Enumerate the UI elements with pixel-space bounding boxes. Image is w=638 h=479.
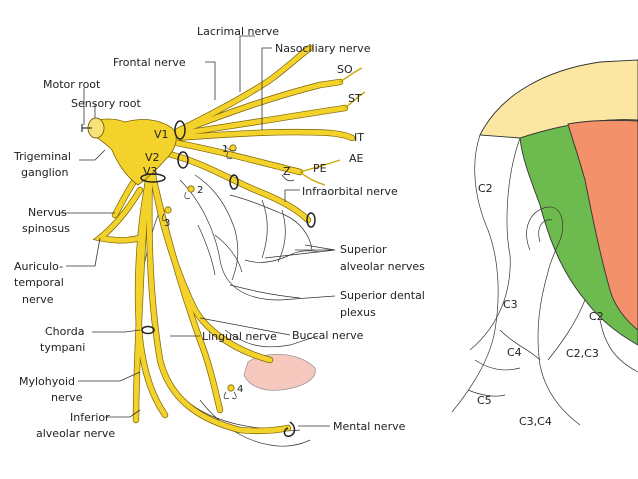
auriculotemporal-nerve-branch (94, 187, 143, 243)
inferior-alveolar-label-line2: alveolar nerve (36, 427, 115, 440)
frontal-nerve-label: Frontal nerve (113, 56, 186, 69)
dermatome-c2c3-label: C2,C3 (566, 347, 599, 360)
v3-label: V3 (143, 165, 158, 178)
superior-dental-label-line1: Superior dental (340, 289, 425, 302)
anterior-ethmoidal-branch (169, 139, 303, 175)
mental-nerve-label: Mental nerve (333, 420, 406, 433)
buccal-nerve-label: Buccal nerve (292, 329, 364, 342)
superior-alveolar-label-line1: Superior (340, 243, 387, 256)
nasociliary-nerve-branch (169, 129, 355, 141)
frontal-nerve-branch (167, 79, 343, 138)
otic-ganglion-node (164, 206, 172, 214)
nervus-spinosus-label-line2: spinosus (22, 222, 70, 235)
inferior-alveolar-nerve-branch (146, 165, 291, 434)
inferior-alveolar-label-line1: Inferior (70, 411, 110, 424)
tongue (243, 353, 316, 391)
pe-label: PE (313, 162, 327, 175)
v1-label: V1 (154, 128, 169, 141)
pterygopalatine-ganglion-node (187, 185, 195, 193)
dermatome-c2-label: C2 (478, 182, 493, 195)
ganglion-1-label: 1 (222, 144, 228, 155)
lacrimal-nerve-branch (167, 45, 313, 138)
dermatome-c3c4-label: C3,C4 (519, 415, 552, 428)
v3-dermatome-zone (567, 119, 638, 331)
dermatome-c5-label: C5 (477, 394, 492, 407)
st-label: ST (348, 92, 362, 105)
sensory-root-label: Sensory root (71, 97, 141, 110)
lingual-nerve-label: Lingual nerve (202, 330, 277, 343)
infraorbital-nerve-label: Infraorbital nerve (302, 185, 398, 198)
auriculotemporal-label-line2: temporal (14, 276, 64, 289)
trigeminal-ganglion-label-line1: Trigeminal (13, 150, 71, 163)
buccal-nerve-branch (149, 169, 223, 413)
z-label: Z (283, 165, 291, 178)
dermatome-c3-label: C3 (503, 298, 518, 311)
dermatome-head-diagram: C2 C2 C3 C4 C5 C2,C3 C3,C4 (451, 59, 638, 428)
ear (526, 206, 563, 273)
ganglion-3-label: 3 (164, 218, 170, 229)
leader-lines (60, 35, 336, 427)
dermatome-c2-lower-label: C2 (589, 310, 604, 323)
nerve-branches (92, 44, 366, 435)
mylohyoid-nerve-branch (135, 169, 168, 418)
mylohyoid-label-line1: Mylohyoid (19, 375, 75, 388)
trigeminal-nerve-diagram: Lacrimal nerve Frontal nerve Nasociliary… (13, 25, 425, 447)
background-anatomy (139, 174, 321, 447)
left-labels: Lacrimal nerve Frontal nerve Nasociliary… (13, 25, 425, 440)
so-label: SO (337, 63, 353, 76)
trigeminal-ganglion (91, 118, 177, 186)
nasociliary-nerve-label: Nasociliary nerve (275, 42, 371, 55)
auriculotemporal-label-line3: nerve (22, 293, 54, 306)
mylohyoid-label-line2: nerve (51, 391, 83, 404)
trigeminal-ganglion-label-line2: ganglion (21, 166, 69, 179)
lacrimal-nerve-label: Lacrimal nerve (197, 25, 279, 38)
chorda-tympani-label-line1: Chorda (45, 325, 84, 338)
v2-label: V2 (145, 151, 160, 164)
ae-label: AE (349, 152, 364, 165)
superior-alveolar-label-line2: alveolar nerves (340, 260, 425, 273)
supratrochlear-branch (167, 105, 348, 138)
ganglion-2-label: 2 (197, 185, 203, 196)
nerve-rings (140, 120, 316, 438)
motor-root-label: Motor root (43, 78, 101, 91)
auriculotemporal-label-line1: Auriculo- (14, 260, 63, 273)
nervus-spinosus-branch (112, 177, 138, 218)
superior-dental-label-line2: plexus (340, 306, 376, 319)
ganglion-4-label: 4 (237, 384, 243, 395)
head-outline (451, 134, 499, 413)
dermatome-c4-label: C4 (507, 346, 522, 359)
nervus-spinosus-label-line1: Nervus (28, 206, 67, 219)
submandibular-ganglion-node (227, 384, 235, 392)
chorda-tympani-label-line2: tympani (40, 341, 85, 354)
infraorbital-nerve-branch (157, 149, 311, 223)
it-label: IT (354, 131, 364, 144)
